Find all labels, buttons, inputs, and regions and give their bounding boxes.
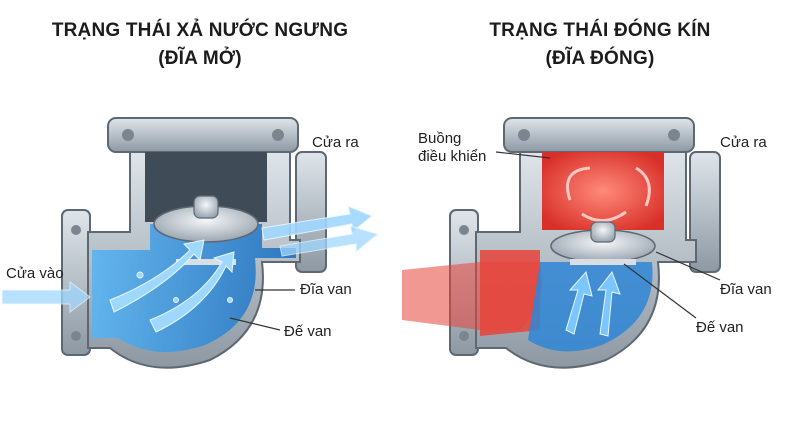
closed-state-panel: TRẠNG THÁI ĐÓNG KÍN (ĐĨA ĐÓNG)	[400, 0, 800, 437]
closed-valve-illustration	[400, 0, 800, 437]
inlet-flange	[62, 210, 90, 355]
open-valve-illustration	[0, 0, 400, 437]
disc-label: Đĩa van	[720, 281, 772, 298]
seat-label: Đế van	[284, 323, 332, 340]
disc-label: Đĩa van	[300, 281, 352, 298]
control-chamber-steam	[542, 152, 664, 230]
control-chamber-label-line1: Buồng	[418, 130, 486, 148]
control-chamber-label: Buồng điều khiển	[418, 130, 486, 166]
outlet-label: Cửa ra	[312, 134, 359, 151]
valve-cap	[504, 118, 694, 152]
open-state-panel: TRẠNG THÁI XẢ NƯỚC NGƯNG (ĐĨA MỞ)	[0, 0, 400, 437]
valve-cap	[108, 118, 298, 152]
seat-label: Đế van	[696, 319, 744, 336]
control-chamber-label-line2: điều khiển	[418, 148, 486, 166]
outlet-label: Cửa ra	[720, 134, 767, 151]
inlet-label: Cửa vào	[6, 265, 64, 282]
